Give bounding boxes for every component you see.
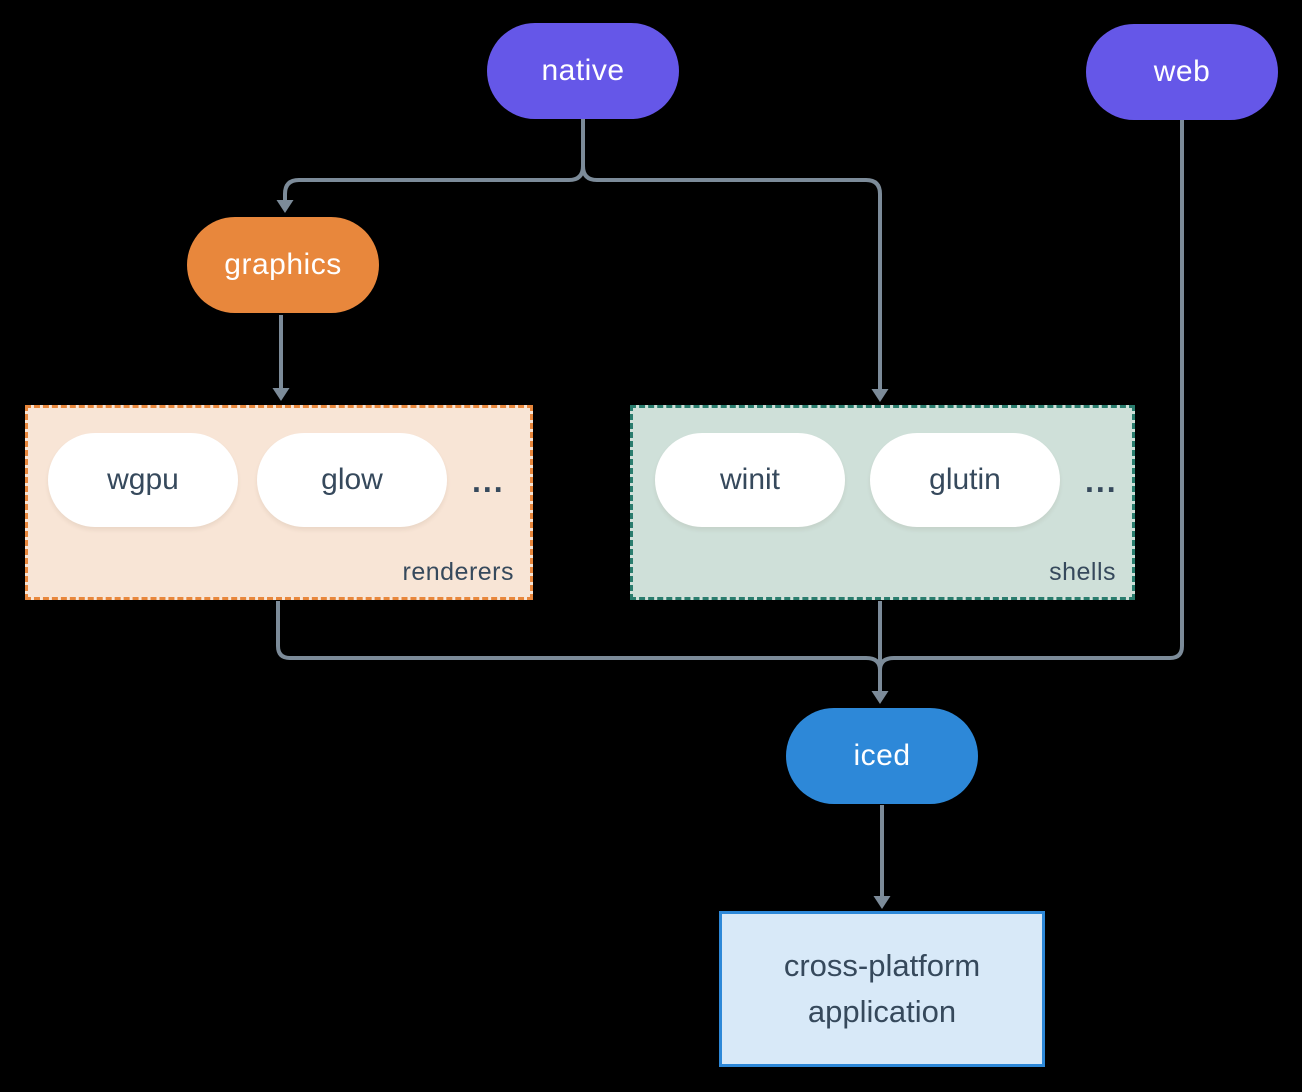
- node-iced-label: iced: [853, 739, 911, 772]
- node-iced: iced: [786, 708, 978, 804]
- edge-native-graphics: [283, 119, 585, 201]
- node-web-label: web: [1153, 55, 1211, 88]
- edge-renderers-iced: [276, 601, 882, 673]
- node-glow: glow: [257, 433, 447, 527]
- renderers-group-label: renderers: [402, 558, 514, 586]
- node-graphics: graphics: [187, 217, 379, 313]
- group-shells: winit glutin ... shells: [630, 405, 1135, 600]
- node-glow-label: glow: [321, 463, 383, 496]
- shells-ellipsis: ...: [1085, 463, 1118, 499]
- renderers-ellipsis: ...: [472, 463, 505, 499]
- arrowhead-application: [873, 896, 891, 909]
- group-renderers: wgpu glow ... renderers: [25, 405, 533, 600]
- node-glutin-label: glutin: [929, 463, 1001, 496]
- node-winit: winit: [655, 433, 845, 527]
- shells-group-label: shells: [1049, 558, 1116, 586]
- arrowhead-iced: [871, 691, 889, 704]
- edge-native-shells: [581, 119, 882, 390]
- node-application-label: cross-platform application: [783, 947, 981, 1030]
- arrowhead-shells: [871, 389, 889, 402]
- node-native-label: native: [541, 54, 625, 87]
- node-graphics-label: graphics: [224, 248, 342, 281]
- node-application: cross-platform application: [719, 911, 1045, 1067]
- node-native: native: [487, 23, 679, 119]
- node-wgpu-label: wgpu: [107, 463, 179, 496]
- node-glutin: glutin: [870, 433, 1060, 527]
- node-web: web: [1086, 24, 1278, 120]
- node-wgpu: wgpu: [48, 433, 238, 527]
- arrowhead-graphics: [276, 200, 294, 213]
- arrowhead-renderers: [272, 388, 290, 401]
- node-winit-label: winit: [719, 463, 780, 496]
